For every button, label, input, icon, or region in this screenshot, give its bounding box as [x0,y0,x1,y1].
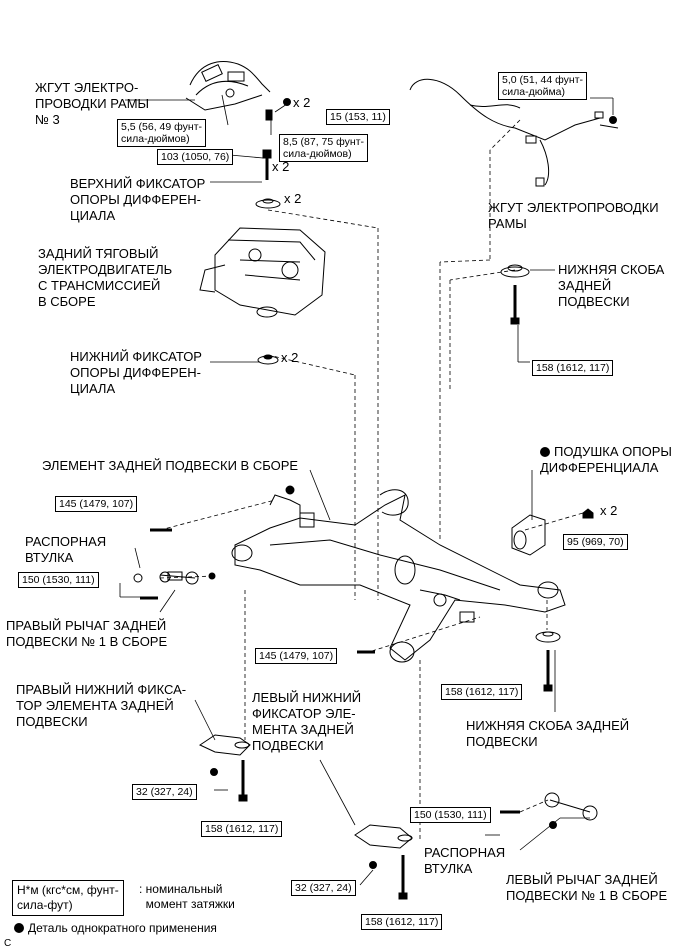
torque-spec: 5,0 (51, 44 фунт- сила-дюйма) [498,72,587,100]
label-lower-mount-stopper: НИЖНИЙ ФИКСАТОР ОПОРЫ ДИФФЕРЕН- ЦИАЛА [70,349,202,396]
torque-spec: 32 (327, 24) [291,880,356,896]
left-arm-drawing [544,792,598,829]
quantity-label: x 2 [600,503,618,518]
torque-spec: 158 (1612, 117) [201,821,283,837]
label-right-arm: ПРАВЫЙ РЫЧАГ ЗАДНЕЙ ПОДВЕСКИ № 1 В СБОРЕ [6,618,168,649]
torque-spec: 5,5 (56, 49 фунт- сила-дюймов) [117,119,206,147]
non-reusable-icon [14,923,24,933]
label-left-arm: ЛЕВЫЙ РЫЧАГ ЗАДНЕЙ ПОДВЕСКИ № 1 В СБОРЕ [506,872,668,903]
label-suspension-member: ЭЛЕМЕНТ ЗАДНЕЙ ПОДВЕСКИ В СБОРЕ [42,458,299,473]
quantity-label: x 2 [281,350,299,365]
torque-spec: 158 (1612, 117) [532,360,614,376]
label-right-lower-stopper: ПРАВЫЙ НИЖНИЙ ФИКСА- ТОР ЭЛЕМЕНТА ЗАДНЕЙ… [16,682,187,729]
corner-mark: C [4,938,12,949]
legend-unit-desc: : номинальный момент затяжки [139,882,235,911]
label-frame-harness: ЖГУТ ЭЛЕКТРОПРОВОДКИ РАМЫ [488,200,659,231]
torque-spec: 95 (969, 70) [563,534,628,550]
torque-spec: 145 (1479, 107) [255,648,338,664]
right-lower-stopper-drawing [198,734,251,802]
torque-spec: 158 (1612, 117) [441,684,523,700]
label-spacer-left: РАСПОРНАЯ ВТУЛКА [25,534,107,565]
rear-motor-drawing [199,227,326,318]
torque-spec: 158 (1612, 117) [361,914,443,930]
left-lower-stopper-drawing [354,824,413,900]
label-rear-motor: ЗАДНИЙ ТЯГОВЫЙ ЭЛЕКТРОДВИГАТЕЛЬ С ТРАНСМ… [38,246,173,309]
lower-stopper-drawing [257,354,279,365]
torque-spec: 32 (327, 24) [132,784,197,800]
quantity-label: x 2 [284,191,302,206]
label-lower-bracket-top: НИЖНЯЯ СКОБА ЗАДНЕЙ ПОДВЕСКИ [558,262,665,309]
legend-non-reusable: Деталь однократного применения [14,920,217,936]
suspension-member-drawing [167,485,566,663]
torque-spec: 150 (1530, 111) [18,572,99,588]
upper-stopper-drawing [255,149,281,209]
label-upper-mount-stopper: ВЕРХНИЙ ФИКСАТОР ОПОРЫ ДИФФЕРЕН- ЦИАЛА [70,176,206,223]
label-frame-harness-3: ЖГУТ ЭЛЕКТРО- ПРОВОДКИ РАМЫ № 3 [35,80,150,127]
lower-bracket-right-drawing [535,631,561,692]
label-left-lower-stopper: ЛЕВЫЙ НИЖНИЙ ФИКСАТОР ЭЛЕ- МЕНТА ЗАДНЕЙ … [252,690,362,753]
right-arm-drawing [133,571,216,585]
label-spacer-right: РАСПОРНАЯ ВТУЛКА [424,845,506,876]
frame-harness-drawing [409,78,619,187]
torque-spec: 103 (1050, 76) [157,149,234,165]
torque-spec: 150 (1530, 111) [410,807,491,823]
quantity-label: x 2 [272,159,290,174]
non-reusable-icon [540,447,550,457]
quantity-label: x 2 [293,95,311,110]
diff-cushion-drawing [511,508,594,556]
torque-spec: 145 (1479, 107) [55,496,138,512]
upper-bracket-drawing [500,264,530,325]
legend-unit-box: Н*м (кгс*см, фунт- сила-фут) [12,880,124,916]
label-lower-bracket-right: НИЖНЯЯ СКОБА ЗАДНЕЙ ПОДВЕСКИ [466,718,630,749]
torque-spec: 8,5 (87, 75 фунт- сила-дюймов) [279,134,368,162]
label-diff-cushion: ПОДУШКА ОПОРЫ ДИФФЕРЕНЦИАЛА [540,444,672,475]
torque-spec: 15 (153, 11) [326,109,390,125]
harness-3-drawing [185,61,291,121]
